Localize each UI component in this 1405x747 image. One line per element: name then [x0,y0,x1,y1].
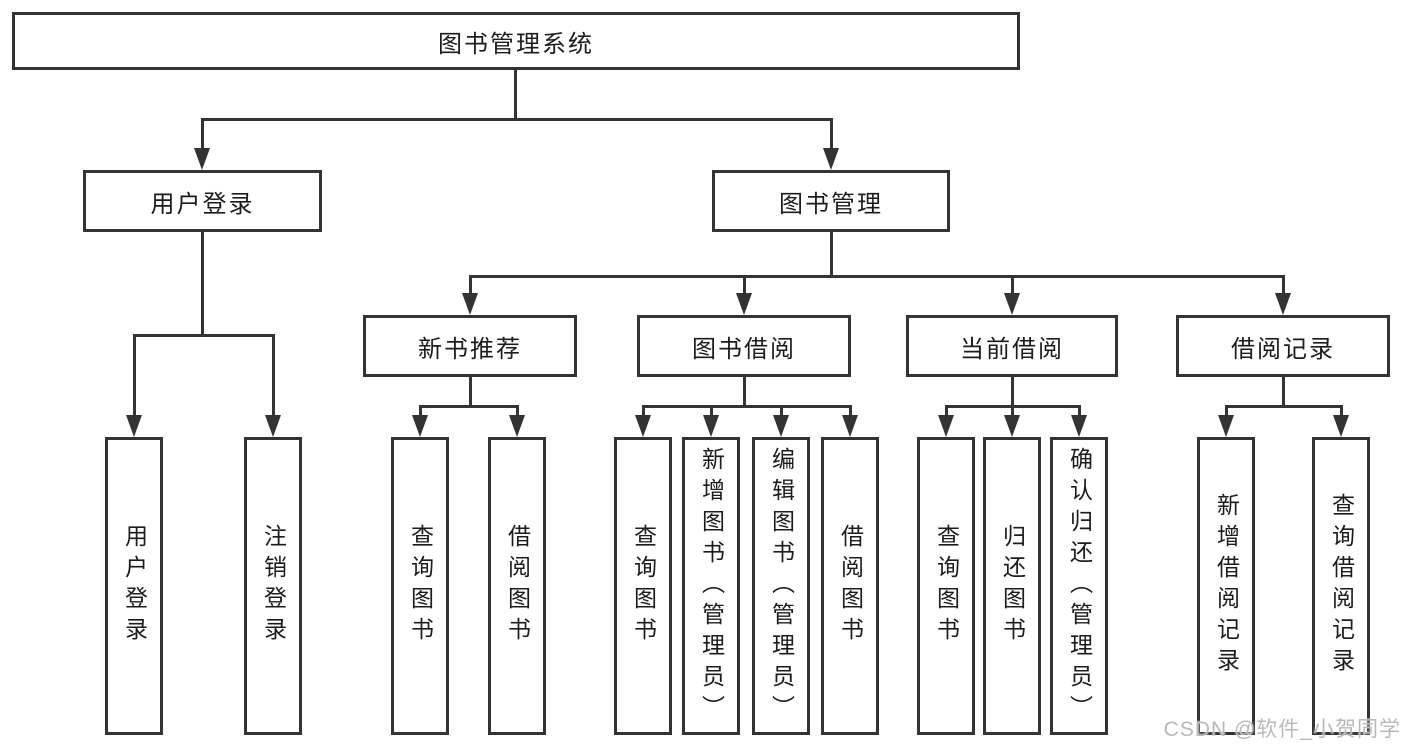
arrowhead-cb-return [1004,415,1020,437]
arrowhead-rr-query [1333,415,1349,437]
leaf-recommend-query-book: 查询图书 [391,437,449,735]
connector-current-drop [1011,275,1014,293]
arrowhead-rec-borrow [509,415,525,437]
connector-cb-confirm-drop [1078,405,1081,417]
connector-level1-bar [201,118,833,121]
leaf-return-book-label: 归还图书 [999,524,1026,648]
node-user-login-label: 用户登录 [150,190,255,218]
node-borrow-records: 借阅记录 [1176,315,1390,377]
connector-bb-add-drop [710,405,713,417]
connector-recommend-stem [469,377,472,407]
leaf-borrow-query-book-label: 查询图书 [630,524,657,648]
leaf-recommend-query-book-label: 查询图书 [407,524,434,648]
connector-rec-borrow-drop [516,405,519,417]
leaf-recommend-borrow-book: 借阅图书 [488,437,546,735]
leaf-recommend-borrow-book-label: 借阅图书 [504,524,531,648]
arrowhead-cb-query [938,415,954,437]
node-borrow-records-label: 借阅记录 [1231,335,1335,363]
arrowhead-rec-query [412,415,428,437]
leaf-confirm-return-admin: 确认归还（管理员） [1050,437,1108,735]
leaf-add-borrow-record: 新增借阅记录 [1197,437,1255,735]
node-book-borrow: 图书借阅 [637,315,851,377]
connector-records-drop [1282,275,1285,293]
arrowhead-bb-add [703,415,719,437]
leaf-add-book-admin: 新增图书（管理员） [682,437,740,735]
connector-bb-query-drop [642,405,645,417]
connector-root-stem [514,70,517,120]
connector-user-login-drop [201,118,204,148]
connector-bb-borrow-drop [849,405,852,417]
arrowhead-borrow [736,293,752,315]
connector-cb-query-drop [945,405,948,417]
arrowhead-leaf-logout [265,415,281,437]
connector-leaf-logout-drop [272,334,275,415]
connector-rr-add-drop [1225,405,1228,417]
leaf-borrow-query-book: 查询图书 [614,437,672,735]
node-current-borrow-label: 当前借阅 [960,335,1064,363]
node-book-borrow-label: 图书借阅 [692,335,796,363]
connector-level2-bar [469,275,1285,278]
leaf-logout: 注销登录 [244,437,302,735]
connector-records-bar [1225,405,1343,408]
leaf-borrow-book-label: 借阅图书 [837,524,864,648]
leaf-edit-book-admin-label: 编辑图书（管理员） [768,446,795,726]
arrowhead-records [1275,293,1291,315]
arrowhead-cb-confirm [1071,415,1087,437]
leaf-user-login-label: 用户登录 [121,524,148,648]
leaf-add-book-admin-label: 新增图书（管理员） [698,446,725,726]
leaf-query-borrow-record-label: 查询借阅记录 [1328,493,1355,679]
node-root-label: 图书管理系统 [438,30,594,58]
leaf-current-query-book-label: 查询图书 [933,524,960,648]
connector-user-login-bar [133,334,275,337]
leaf-logout-label: 注销登录 [260,524,287,648]
node-new-book-recommend-label: 新书推荐 [418,335,522,363]
connector-recommend-drop [469,275,472,293]
node-current-borrow: 当前借阅 [906,315,1118,377]
arrowhead-user-login [194,148,210,170]
leaf-confirm-return-admin-label: 确认归还（管理员） [1066,446,1093,726]
arrowhead-bb-query [635,415,651,437]
leaf-borrow-book: 借阅图书 [821,437,879,735]
arrowhead-current [1004,293,1020,315]
node-book-management-label: 图书管理 [779,190,883,218]
connector-book-mgmt-stem [830,232,833,277]
csdn-watermark: CSDN @软件_小贺同学 [1163,718,1401,741]
connector-borrow-bar [642,405,852,408]
connector-current-stem [1011,377,1014,407]
node-root: 图书管理系统 [12,12,1020,70]
leaf-add-borrow-record-label: 新增借阅记录 [1213,493,1240,679]
arrowhead-bb-edit [773,415,789,437]
connector-borrow-stem [743,377,746,407]
connector-rec-query-drop [419,405,422,417]
connector-bb-edit-drop [780,405,783,417]
arrowhead-recommend [462,293,478,315]
connector-book-mgmt-drop [830,118,833,148]
connector-leaf-login-drop [133,334,136,415]
connector-borrow-drop [743,275,746,293]
connector-records-stem [1282,377,1285,407]
connector-user-login-stem [201,232,204,336]
arrowhead-bb-borrow [842,415,858,437]
connector-cb-return-drop [1011,405,1014,417]
leaf-return-book: 归还图书 [983,437,1041,735]
leaf-current-query-book: 查询图书 [917,437,975,735]
connector-rr-query-drop [1340,405,1343,417]
leaf-edit-book-admin: 编辑图书（管理员） [752,437,810,735]
connector-recommend-bar [419,405,519,408]
leaf-user-login: 用户登录 [105,437,163,735]
node-user-login: 用户登录 [83,170,322,232]
arrowhead-leaf-login [126,415,142,437]
arrowhead-book-mgmt [823,148,839,170]
arrowhead-rr-add [1218,415,1234,437]
node-new-book-recommend: 新书推荐 [363,315,577,377]
node-book-management: 图书管理 [712,170,950,232]
leaf-query-borrow-record: 查询借阅记录 [1312,437,1370,735]
